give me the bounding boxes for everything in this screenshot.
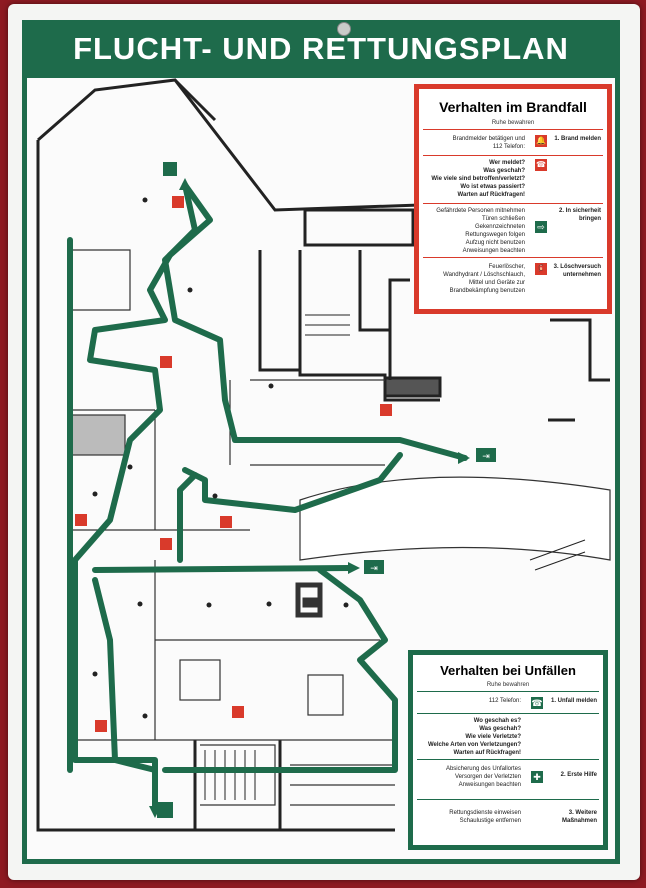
accident-panel-subtitle: Ruhe bewahren xyxy=(486,682,530,688)
svg-text:⇥: ⇥ xyxy=(370,563,378,573)
divider xyxy=(423,257,603,258)
sign-title: FLUCHT- UND RETTUNGSPLAN xyxy=(22,20,620,78)
building-walls xyxy=(36,78,610,832)
fire-panel-title: Verhalten im Brandfall xyxy=(439,99,587,115)
fire-step-safety-text: Gefährdete Personen mitnehmen Türen schl… xyxy=(436,208,525,254)
accident-instructions-panel: Verhalten bei Unfällen Ruhe bewahren 112… xyxy=(408,650,608,850)
room-dots xyxy=(92,197,349,719)
divider xyxy=(423,203,603,204)
fire-step-report-text: Brandmelder betätigen und 112 Telefon: xyxy=(452,136,525,150)
phone-icon: ☎ xyxy=(535,159,547,171)
escape-route-icon: ⇨ xyxy=(535,221,547,233)
escape-routes xyxy=(67,182,468,813)
accident-step-first-aid-text: Absicherung des Unfallortes Versorgen de… xyxy=(445,766,521,788)
fire-step-questions-text: Wer meldet? Was geschah? Wie viele sind … xyxy=(431,160,525,198)
accident-step-further-label: 3. Weitere Maßnahmen xyxy=(561,810,597,824)
fire-panel-subtitle: Ruhe bewahren xyxy=(491,120,535,126)
interior-walls xyxy=(69,249,611,806)
divider xyxy=(423,155,603,156)
stairs xyxy=(204,314,586,800)
fire-step-extinguish-label: 3. Löschversuch unternehmen xyxy=(553,264,601,278)
accident-step-first-aid-label: 2. Erste Hilfe xyxy=(560,772,597,778)
fire-extinguisher-icon: 🧯 xyxy=(535,263,547,275)
fire-step-safety-label: 2. In sicherheit bringen xyxy=(558,208,601,222)
accident-step-further-text: Rettungsdienste einweisen Schaulustige e… xyxy=(449,810,521,824)
accident-panel-title: Verhalten bei Unfällen xyxy=(440,663,576,678)
fire-instructions-panel: Verhalten im Brandfall Ruhe bewahren Bra… xyxy=(414,84,612,314)
fire-alarm-icon: 🔔 xyxy=(535,135,547,147)
exit-signs: ⇥ ⇥ xyxy=(157,162,496,818)
column-marker xyxy=(295,582,323,618)
accident-step-report-label: 1. Unfall melden xyxy=(550,698,597,704)
divider xyxy=(417,759,599,760)
accident-step-questions-text: Wo geschah es? Was geschah? Wie viele Ve… xyxy=(427,718,521,756)
fire-equipment-markers xyxy=(75,196,392,732)
fire-step-report-label: 1. Brand melden xyxy=(554,136,601,142)
fire-step-extinguish-text: Feuerlöscher, Wandhydrant / Löschschlauc… xyxy=(443,264,525,294)
divider xyxy=(417,799,599,800)
first-aid-icon: ✚ xyxy=(531,771,543,783)
mounting-screw-icon xyxy=(337,22,351,36)
divider xyxy=(417,691,599,692)
divider xyxy=(417,713,599,714)
phone-icon: ☎ xyxy=(531,697,543,709)
svg-text:⇥: ⇥ xyxy=(482,451,490,461)
accident-step-report-text: 112 Telefon: xyxy=(488,698,521,704)
divider xyxy=(423,129,603,130)
